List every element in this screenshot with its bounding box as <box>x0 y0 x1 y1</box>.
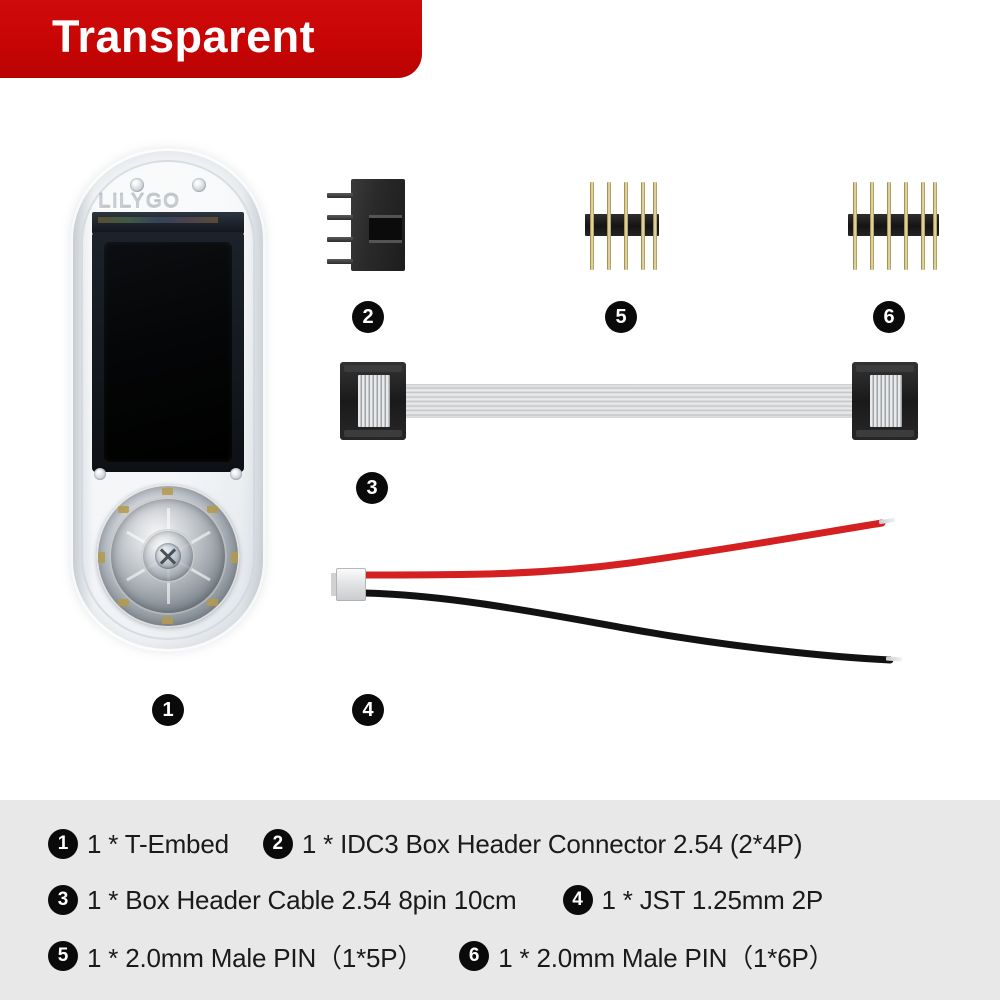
dial-contact-e <box>231 552 238 563</box>
pin-header-base <box>585 214 659 236</box>
dial-contact-se <box>207 599 218 606</box>
callout-badge-2: 2 <box>352 301 384 333</box>
male-pin-5p <box>585 182 663 282</box>
dial-contact-sw <box>118 599 129 606</box>
ribbon-connector-right <box>852 362 918 440</box>
black-wire-tip <box>885 656 903 662</box>
connector-lip-bottom <box>856 430 914 437</box>
legend-text-5: 1 * 2.0mm Male PIN（1*5P） <box>87 942 424 973</box>
case-screw-top-right <box>192 178 206 192</box>
dial-contact-n <box>162 488 173 495</box>
black-wire <box>360 589 894 664</box>
case-screw-bottom-right <box>230 468 242 480</box>
variant-banner: Transparent <box>0 0 422 78</box>
legend-badge-5: 5 <box>48 941 78 971</box>
legend-text-3: 1 * Box Header Cable 2.54 8pin 10cm <box>87 884 517 915</box>
legend-badge-3: 3 <box>48 885 78 915</box>
header-pin <box>653 182 657 270</box>
legend-text-6: 1 * 2.0mm Male PIN（1*6P） <box>498 942 835 973</box>
header-pin <box>641 182 645 270</box>
callout-badge-1: 1 <box>152 694 184 726</box>
idc-pin <box>327 237 353 242</box>
connector-contacts <box>358 375 390 427</box>
legend-row: 3 1 * Box Header Cable 2.54 8pin 10cm 4 … <box>48 878 982 922</box>
legend-item-6: 6 1 * 2.0mm Male PIN（1*6P） <box>459 938 835 975</box>
dial-contact-nw <box>118 506 129 513</box>
idc-pin <box>327 193 353 198</box>
idc-pin <box>327 259 353 264</box>
connector-lip-top <box>344 365 402 372</box>
case-screw-top-left <box>130 178 144 192</box>
legend-text-4: 1 * JST 1.25mm 2P <box>601 884 824 915</box>
dial-contact-s <box>162 617 173 624</box>
pin-header-base <box>848 214 939 236</box>
legend-badge-4: 4 <box>562 885 593 915</box>
legend-item-1: 1 1 * T-Embed <box>48 829 229 860</box>
t-embed-device: LILYGO <box>70 148 266 652</box>
legend-badge-6: 6 <box>459 941 490 971</box>
idc-pin <box>327 215 353 220</box>
callout-badge-5: 5 <box>605 301 637 333</box>
box-header-cable <box>340 362 918 440</box>
ribbon-connector-left <box>340 362 406 440</box>
legend-item-5: 5 1 * 2.0mm Male PIN（1*5P） <box>48 938 423 975</box>
legend-row: 5 1 * 2.0mm Male PIN（1*5P） 6 1 * 2.0mm M… <box>48 934 982 978</box>
ribbon-flat-cable <box>402 384 858 418</box>
legend-text-2: 1 * IDC3 Box Header Connector 2.54 (2*4P… <box>301 828 803 859</box>
display-bezel <box>92 232 244 472</box>
callout-badge-6: 6 <box>873 301 905 333</box>
header-pin <box>887 182 891 270</box>
male-pin-6p <box>848 182 943 282</box>
legend-item-4: 4 1 * JST 1.25mm 2P <box>562 884 824 916</box>
header-pin <box>853 182 857 270</box>
jst-cable <box>330 505 920 680</box>
legend-item-3: 3 1 * Box Header Cable 2.54 8pin 10cm <box>48 885 517 916</box>
legend-badge-2: 2 <box>262 829 293 859</box>
rotary-encoder-dial <box>96 484 240 628</box>
red-wire <box>360 519 886 579</box>
dial-hub <box>141 529 195 583</box>
display-screen <box>104 242 232 462</box>
idc-keying-slot <box>369 215 402 243</box>
header-pin <box>607 182 611 270</box>
header-pin <box>870 182 874 270</box>
jst-wires <box>360 519 894 664</box>
legend-item-2: 2 1 * IDC3 Box Header Connector 2.54 (2*… <box>262 828 803 860</box>
callout-badge-4: 4 <box>352 694 384 726</box>
connector-contacts <box>870 375 902 427</box>
variant-label: Transparent <box>52 11 316 62</box>
legend-badge-1: 1 <box>48 829 78 859</box>
case-screw-bottom-left <box>94 468 106 480</box>
legend-text-1: 1 * T-Embed <box>87 828 229 859</box>
contents-legend: 1 1 * T-Embed 2 1 * IDC3 Box Header Conn… <box>0 800 1000 1000</box>
dial-contact-ne <box>207 506 218 513</box>
brand-logo: LILYGO <box>98 190 181 213</box>
callout-badge-3: 3 <box>356 472 388 504</box>
connector-lip-top <box>856 365 914 372</box>
dial-center-screw <box>155 543 181 569</box>
connector-lip-bottom <box>344 430 402 437</box>
jst-housing <box>331 568 366 601</box>
dial-contact-w <box>98 552 105 563</box>
header-pin <box>921 182 925 270</box>
header-pin <box>624 182 628 270</box>
display-ribbon-pcb <box>92 212 244 234</box>
header-pin <box>904 182 908 270</box>
legend-row: 1 1 * T-Embed 2 1 * IDC3 Box Header Conn… <box>48 822 982 866</box>
header-pin <box>590 182 594 270</box>
dial-inner-ring <box>109 497 227 615</box>
header-pin <box>933 182 937 270</box>
idc3-box-header <box>327 179 405 271</box>
